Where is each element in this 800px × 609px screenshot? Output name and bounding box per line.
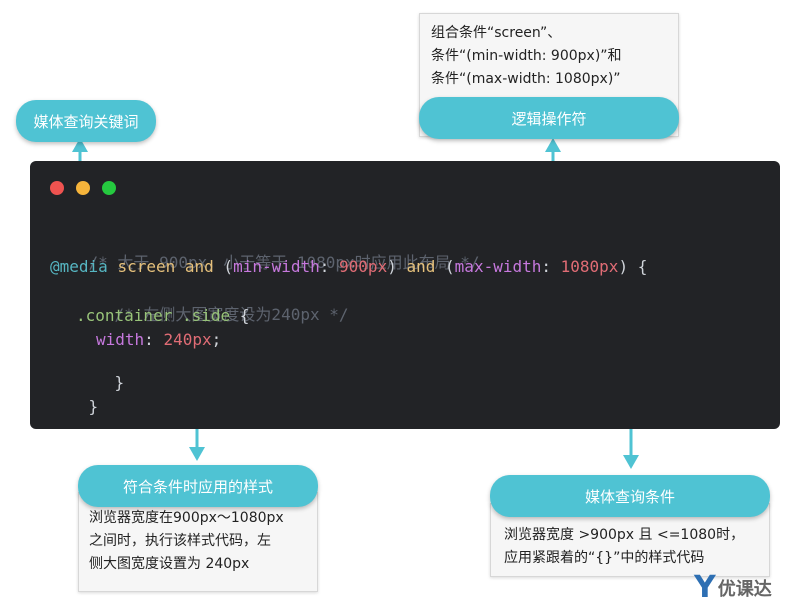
code-colon: :: [319, 257, 340, 276]
style-note-line-3: 侧大图宽度设置为 240px: [89, 556, 250, 572]
condition-arrow-head: [623, 455, 639, 469]
code-paren: (: [445, 257, 455, 276]
code-brace-open: {: [637, 257, 648, 276]
code-line-7: }: [50, 378, 99, 435]
code-and-2: and: [406, 257, 436, 276]
code-selector: .container .side: [76, 306, 231, 325]
condition-label-text: 媒体查询条件: [584, 487, 675, 506]
logic-label: 逻辑操作符: [419, 97, 679, 139]
logic-label-text: 逻辑操作符: [511, 109, 587, 128]
code-inner-brace-open: {: [239, 306, 250, 325]
code-brace-close: }: [88, 397, 99, 416]
logic-arrow-head: [545, 138, 561, 152]
code-line-4: .container .side {: [76, 306, 249, 325]
condition-label: 媒体查询条件: [490, 475, 770, 517]
code-comment-2: /* 左侧大图宽度设为240px */: [114, 305, 349, 324]
maximize-dot: [102, 181, 116, 195]
style-arrow-head: [189, 447, 205, 461]
style-label: 符合条件时应用的样式: [78, 465, 318, 507]
code-max-value: 1080px: [560, 257, 619, 276]
condition-note-line-1: 浏览器宽度 >900px 且 <=1080时，: [504, 527, 745, 543]
keyword-label-text: 媒体查询关键词: [33, 112, 139, 131]
style-note-line-1: 浏览器宽度在900px～1080px: [89, 510, 284, 526]
code-inner-brace-close: }: [114, 373, 125, 392]
style-label-text: 符合条件时应用的样式: [122, 477, 273, 496]
code-min-value: 900px: [339, 257, 388, 276]
code-window: /* 大于 900px，小于等于 1080px时应用此布局 */ @media …: [30, 161, 780, 429]
code-paren: ): [618, 257, 629, 276]
keyword-arrow-head: [72, 138, 88, 152]
logo-text: 优课达: [717, 579, 772, 600]
code-line-5: width: 240px;: [96, 330, 221, 349]
code-line-3: /* 左侧大图宽度设为240px */: [76, 282, 349, 344]
minimize-dot: [76, 181, 90, 195]
close-dot: [50, 181, 64, 195]
code-line-1: /* 大于 900px，小于等于 1080px时应用此布局 */: [50, 230, 480, 292]
code-at-media: @media: [50, 257, 108, 276]
code-paren: ): [387, 257, 397, 276]
logic-note-line-3: 条件“(max-width: 1080px)”: [431, 71, 621, 87]
brand-logo: Y 优课达: [694, 573, 772, 603]
code-max-width: max-width: [454, 257, 542, 276]
code-line-6: }: [76, 354, 125, 411]
style-note-line-2: 之间时，执行该样式代码，左: [89, 533, 271, 549]
code-and-1: and: [184, 257, 214, 276]
logic-note-line-1: 组合条件“screen”、: [431, 25, 562, 41]
code-comment-1: /* 大于 900px，小于等于 1080px时应用此布局 */: [88, 253, 480, 272]
code-width-prop: width: [96, 330, 145, 349]
code-line-2: @media screen and (min-width: 900px) and…: [50, 257, 647, 276]
code-min-width: min-width: [233, 257, 320, 276]
code-colon: :: [541, 257, 561, 276]
style-note-card: 浏览器宽度在900px～1080px 之间时，执行该样式代码，左 侧大图宽度设置…: [78, 492, 318, 592]
logo-y-icon: Y: [694, 570, 716, 605]
code-colon: :: [144, 330, 164, 349]
code-paren: (: [223, 257, 234, 276]
logic-note-line-2: 条件“(min-width: 900px)”和: [431, 48, 622, 64]
keyword-label: 媒体查询关键词: [16, 100, 156, 142]
condition-note-line-2: 应用紧跟着的“{}”中的样式代码: [504, 550, 705, 566]
code-width-value: 240px: [163, 330, 212, 349]
code-screen: screen: [117, 257, 176, 276]
code-semicolon: ;: [211, 330, 222, 349]
